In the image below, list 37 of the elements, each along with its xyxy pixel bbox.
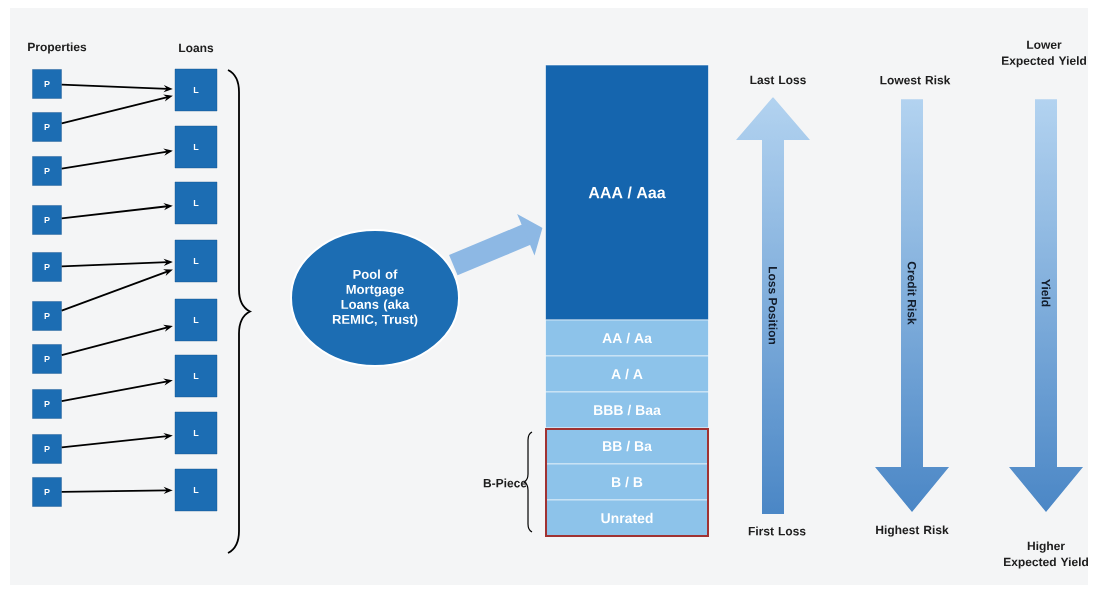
property-box: P xyxy=(32,205,62,235)
loan-box: L xyxy=(174,411,218,455)
loan-box: L xyxy=(174,181,218,225)
direction-arrow: Credit Risk xyxy=(907,261,917,325)
property-box: P xyxy=(32,477,62,507)
tranche-box: BB / Ba xyxy=(545,427,709,465)
heading-label: Lower Expected Yield xyxy=(1002,40,1087,68)
heading-label: Last Loss xyxy=(750,75,806,85)
loan-box: L xyxy=(174,298,218,342)
loan-box: L xyxy=(174,68,218,112)
property-box: P xyxy=(32,389,62,419)
heading-label: Loans xyxy=(179,43,214,53)
property-box: P xyxy=(32,434,62,464)
heading-label: Higher Expected Yield xyxy=(1004,541,1089,569)
tranche-box: A / A xyxy=(545,355,709,393)
property-box: P xyxy=(32,69,62,99)
loan-box: L xyxy=(174,468,218,512)
heading-label: Properties xyxy=(28,42,87,54)
heading-label: First Loss xyxy=(748,526,806,536)
tranche-box: BBB / Baa xyxy=(545,391,709,429)
direction-arrow: Yield xyxy=(1041,279,1051,307)
tranche-box: AA / Aa xyxy=(545,319,709,357)
property-box: P xyxy=(32,252,62,282)
tranche-box: Unrated xyxy=(545,499,709,537)
heading-label: Lowest Risk xyxy=(880,75,951,85)
property-box: P xyxy=(32,156,62,186)
loan-box: L xyxy=(174,239,218,283)
loan-box: L xyxy=(174,354,218,398)
heading-label: B-Piece xyxy=(483,478,527,488)
direction-arrow: Loss Position xyxy=(768,266,778,345)
heading-label: Highest Risk xyxy=(876,525,949,537)
tranche-box: AAA / Aaa xyxy=(545,64,709,321)
loan-box: L xyxy=(174,125,218,169)
property-box: P xyxy=(32,112,62,142)
tranche-box: B / B xyxy=(545,463,709,501)
property-box: P xyxy=(32,344,62,374)
property-box: P xyxy=(32,301,62,331)
